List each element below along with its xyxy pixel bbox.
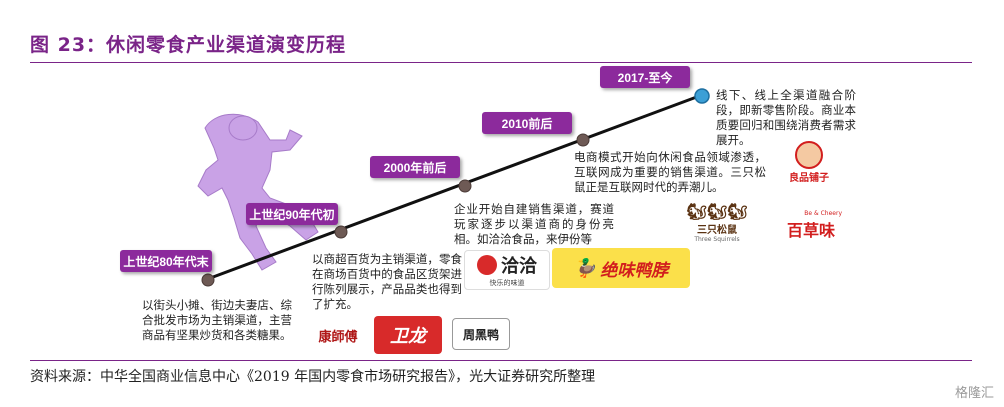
logo-baicaowei: Be & Cheery 百草味 [780,206,842,244]
node-1980s [201,273,215,287]
logo-juewei-text: 绝味鸭脖 [600,260,669,281]
logo-sanzhi-sub: Three Squirrels [694,235,740,243]
watermark: 格隆汇 [955,382,994,401]
timeline-line [204,93,703,282]
stage-desc-2017: 线下、线上全渠道融合阶段，即新零售阶段。商业本质要回归和围绕消费者需求展开。 [716,88,856,147]
stage-desc-1990s: 以商超百货为主销渠道，零食在商场百货中的食品区货架进行陈列展示，产品品类也得到了… [312,252,462,311]
title-divider [30,62,972,63]
node-2000 [458,179,472,193]
logo-qiaqia: 洽洽 快乐的味道 [464,250,550,290]
logo-sanzhi: 🐿🐿🐿 三只松鼠 Three Squirrels [682,196,752,248]
node-2017 [694,88,710,104]
stage-desc-2010: 电商模式开始向休闲食品领域渗透，互联网成为重要的销售渠道。三只松鼠正是互联网时代… [574,150,766,194]
logo-sanzhi-text: 三只松鼠 [697,224,737,236]
logo-qiaqia-text: 洽洽 [501,256,537,277]
logo-liangpin: 良品铺子 [778,136,840,188]
qiaqia-mark-icon [477,255,497,275]
node-1990s [334,225,348,239]
stage-desc-2000: 企业开始自建销售渠道，赛道玩家逐步以渠道商的身份亮相。如洽洽食品，来伊份等 [454,202,614,246]
stage-label-2000: 2000年前后 [370,156,460,178]
stage-label-2010: 2010前后 [482,112,572,134]
logo-baicaowei-sub: Be & Cheery [804,209,842,217]
stage-desc-1980s: 以街头小摊、街边夫妻店、综合批发市场为主销渠道，主营商品有坚果炒货和各类糖果。 [142,298,292,342]
node-2010 [576,133,590,147]
logo-weilong-text: 卫龙 [390,326,426,347]
figure-title: 图 23：休闲零食产业渠道演变历程 [30,34,347,56]
duck-icon: 🦆 [573,257,597,279]
logo-kangshifu-text: 康師傅 [318,329,358,345]
squirrels-icon: 🐿🐿🐿 [686,201,748,221]
logo-zhouheiya-text: 周黑鸭 [462,327,499,342]
runner-silhouette [197,113,319,271]
stage-label-2017: 2017-至今 [600,66,690,88]
logo-weilong: 卫龙 [374,316,442,354]
stage-label-1980s: 上世纪80年代末 [120,250,212,272]
logo-zhouheiya: 周黑鸭 [452,318,510,350]
logo-baicaowei-text: 百草味 [786,220,835,240]
logo-liangpin-text: 良品铺子 [789,172,829,184]
logo-juewei: 🦆 绝味鸭脖 [552,248,690,288]
logo-qiaqia-sub: 快乐的味道 [489,279,525,287]
source-divider [30,360,972,361]
watermark-text: 格隆汇 [954,386,994,401]
mascot-icon [795,140,823,169]
stage-label-1990s: 上世纪90年代初 [246,203,338,225]
logo-kangshifu: 康師傅 [308,320,368,350]
source-note: 资料来源：中华全国商业信息中心《2019 年国内零食市场研究报告》，光大证券研究… [30,369,596,385]
